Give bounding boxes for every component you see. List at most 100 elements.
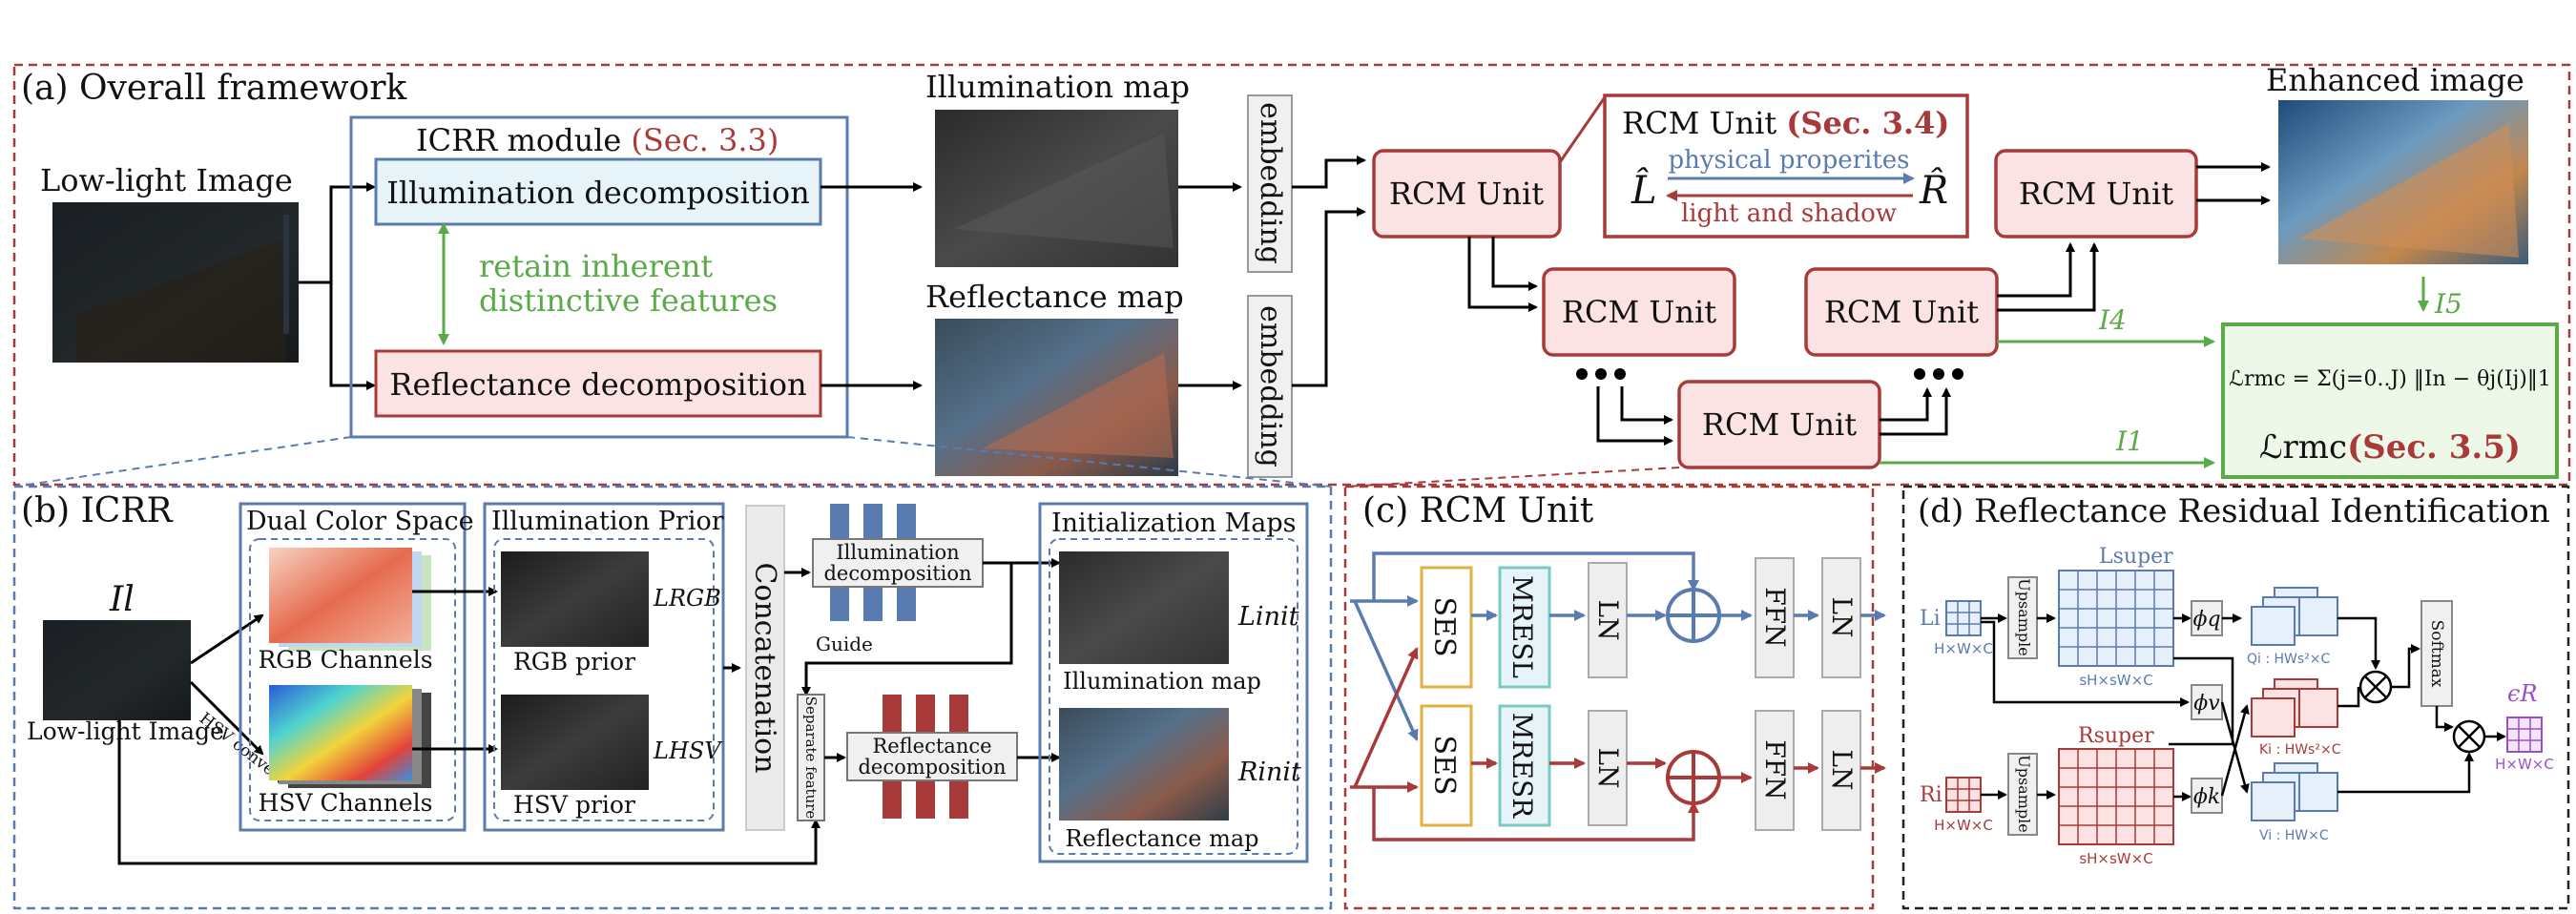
illum-init-label: Illumination map bbox=[1063, 668, 1261, 695]
refl-decomp-b-box bbox=[846, 732, 1018, 781]
r-hat: R̂ bbox=[1919, 169, 1948, 213]
v-stack bbox=[2251, 762, 2338, 821]
k-dim: Ki : HWs²×C bbox=[2259, 742, 2341, 758]
ln-label-c1: LN bbox=[1592, 599, 1624, 640]
softmax-box bbox=[2420, 600, 2453, 707]
retain-line-2: distinctive features bbox=[479, 282, 778, 319]
retain-line-1: retain inherent bbox=[479, 248, 713, 284]
guide-label: Guide bbox=[816, 633, 873, 655]
embedding-label-top: embedding bbox=[1254, 102, 1287, 264]
rcm-unit-2-label: RCM Unit bbox=[1562, 294, 1716, 330]
enhanced-label: Enhanced image bbox=[2266, 62, 2524, 98]
l-super-dim: sH×sW×C bbox=[2079, 672, 2152, 689]
refl-map-label: Reflectance map bbox=[925, 279, 1184, 315]
rcm-unit-1 bbox=[1372, 149, 1562, 239]
mres-l-box bbox=[1498, 566, 1551, 689]
panel-a-frame bbox=[12, 63, 2571, 487]
embedding-label-bottom: embedding bbox=[1254, 305, 1287, 467]
refl-decomp-label: Reflectance decomposition bbox=[389, 366, 806, 403]
ffn-label-top: FFN bbox=[1759, 587, 1791, 647]
illum-decomp-b-l1: Illumination bbox=[836, 541, 959, 564]
separate-feature-box bbox=[797, 694, 825, 821]
panel-b-title: (b) ICRR bbox=[21, 491, 173, 530]
mres-r-box bbox=[1498, 704, 1551, 827]
ellipsis-dot bbox=[1933, 368, 1944, 380]
rcm-unit-5 bbox=[1994, 149, 2198, 239]
refl-init-label: Reflectance map bbox=[1065, 825, 1258, 852]
hsv-channels-label: HSV Channels bbox=[259, 789, 433, 817]
hsv-prior-label: HSV prior bbox=[513, 791, 635, 819]
concat-box bbox=[745, 505, 785, 831]
phi-q-box bbox=[2191, 600, 2223, 636]
l-super-grid bbox=[2058, 570, 2174, 667]
ln-label-c2: LN bbox=[1592, 747, 1624, 788]
panel-d-frame bbox=[1901, 485, 2570, 910]
i1-label: I1 bbox=[2115, 426, 2144, 457]
softmax-label: Softmax bbox=[2427, 620, 2446, 688]
ln-box-c2 bbox=[1588, 710, 1628, 826]
concat-label: Concatenation bbox=[748, 562, 781, 773]
k-stack bbox=[2251, 678, 2338, 737]
icrr-module-label: ICRR module(Sec. 3.3) bbox=[416, 122, 779, 158]
init-maps-title: Initialization Maps bbox=[1051, 509, 1296, 538]
illum-decomp-label: Illumination decomposition bbox=[386, 175, 809, 211]
embedding-box-bottom bbox=[1247, 295, 1293, 478]
rgb-prior-image bbox=[501, 551, 649, 647]
illum-map-label: Illumination map bbox=[925, 69, 1190, 105]
li-grid bbox=[1945, 600, 1982, 636]
ri-grid bbox=[1945, 777, 1982, 813]
q-dim: Qi : HWs²×C bbox=[2247, 652, 2331, 667]
physical-label: physical properites bbox=[1668, 146, 1909, 175]
mres-l-label: MRESL bbox=[1506, 575, 1538, 678]
eps-grid bbox=[2506, 717, 2543, 753]
separate-feature-label: Separate feature bbox=[802, 696, 820, 820]
init-maps-box bbox=[1038, 502, 1309, 863]
ln-label-c4: LN bbox=[1826, 749, 1858, 790]
phi-k-box bbox=[2191, 778, 2223, 814]
rcm-unit-2 bbox=[1542, 267, 1736, 357]
illum-decomp-b-l2: decomposition bbox=[823, 562, 971, 585]
upsample-box-top bbox=[2007, 576, 2038, 659]
r-super-label: Rsuper bbox=[2078, 724, 2154, 748]
li-dim: H×W×C bbox=[1934, 640, 1993, 657]
refl-decomp-box bbox=[374, 349, 822, 418]
hsv-prior-image bbox=[501, 695, 649, 790]
upsample-label-top: Upsample bbox=[2015, 578, 2033, 655]
refl-init-image bbox=[1059, 708, 1229, 821]
upsample-label-bottom: Upsample bbox=[2015, 755, 2033, 832]
panel-b-frame bbox=[12, 485, 1333, 910]
icrr-module-box bbox=[349, 115, 849, 439]
loss-formula: ℒrmc = Σ(j=0..J) ‖In − θj(Ij)‖1 bbox=[2229, 367, 2551, 391]
rcm-info-title: RCM Unit(Sec. 3.4) bbox=[1622, 105, 1949, 141]
panel-d-title: (d) Reflectance Residual Identification bbox=[1918, 492, 2550, 530]
mres-r-label: MRESR bbox=[1506, 713, 1538, 819]
l-hat: L̂ bbox=[1631, 169, 1657, 213]
ellipsis-dot bbox=[1576, 368, 1588, 380]
ln-box-c4 bbox=[1821, 710, 1861, 831]
r-super-dim: sH×sW×C bbox=[2079, 850, 2152, 867]
low-light-label-b: Low-light Image bbox=[27, 717, 224, 745]
ellipsis-dot bbox=[1952, 368, 1963, 380]
i5-label: I5 bbox=[2434, 288, 2462, 320]
ses-box-top bbox=[1420, 566, 1473, 689]
illum-prior-title: Illumination Prior bbox=[491, 507, 724, 536]
loss-box bbox=[2221, 322, 2559, 479]
rcm-unit-3-label: RCM Unit bbox=[1702, 406, 1857, 443]
il-symbol: Il bbox=[109, 580, 135, 619]
panel-c-frame bbox=[1343, 485, 1875, 910]
hsv-channels-image bbox=[269, 685, 412, 780]
ellipsis-dot bbox=[1614, 368, 1626, 380]
loss-name: ℒrmc(Sec. 3.5) bbox=[2259, 428, 2521, 467]
ellipsis-dot bbox=[1914, 368, 1925, 380]
dual-color-box bbox=[239, 502, 467, 832]
r-super-grid bbox=[2058, 748, 2174, 845]
ses-box-bottom bbox=[1420, 704, 1473, 827]
rcm-info-box bbox=[1603, 93, 1969, 239]
phi-q-label: ϕq bbox=[2192, 608, 2220, 632]
ln-label-c3: LN bbox=[1826, 596, 1858, 637]
ln-box-c1 bbox=[1588, 562, 1628, 678]
panel-c-title: (c) RCM Unit bbox=[1362, 491, 1594, 530]
rcm-unit-4-label: RCM Unit bbox=[1824, 294, 1979, 330]
rcm-unit-4 bbox=[1804, 267, 1999, 357]
illum-init-image bbox=[1059, 551, 1229, 664]
